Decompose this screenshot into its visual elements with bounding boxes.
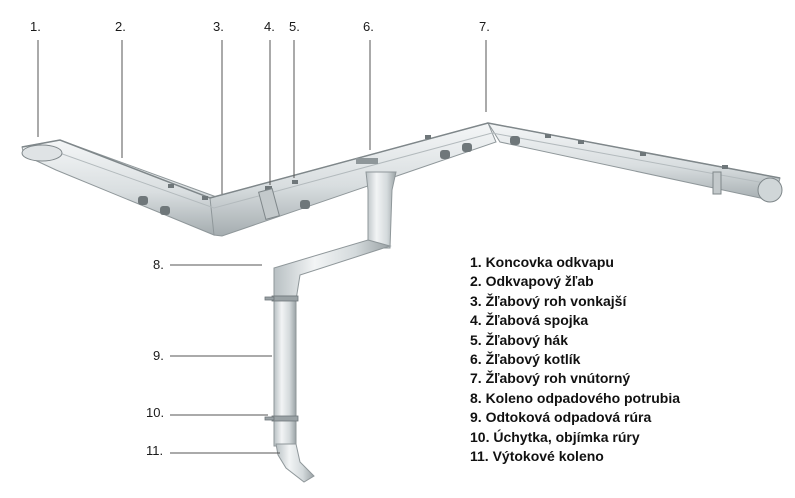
gutter-joint-right: [712, 171, 722, 195]
gutter-right-section: [486, 122, 781, 202]
gutter-middle-section: [209, 122, 497, 237]
pipe-clamps: [264, 295, 299, 422]
gutter-coupling: [258, 188, 280, 220]
callout-3: 3.: [213, 19, 224, 34]
legend-item: 1. Koncovka odkvapu: [470, 254, 614, 270]
left-end-cap: [21, 144, 63, 162]
legend-item: 7. Žľabový roh vnútorný: [470, 370, 631, 387]
legend-item: 10. Úchytka, objímka rúry: [470, 428, 640, 445]
legend-item: 11. Výtokové koleno: [470, 448, 604, 465]
right-end-cap: [757, 177, 783, 203]
legend-item: 2. Odkvapový žľab: [470, 273, 594, 290]
callout-11: 11.: [146, 443, 164, 458]
downpipe: [264, 171, 397, 483]
gutter-rim: [21, 122, 781, 199]
downpipe-straight: [273, 295, 297, 447]
leader-lines: [37, 40, 487, 454]
legend-item: 3. Žľabový roh vonkajší: [470, 292, 627, 309]
gutter-run: [21, 122, 783, 237]
downpipe-outlet-elbow: [275, 443, 315, 483]
callout-1: 1.: [30, 19, 41, 34]
callout-8: 8.: [153, 257, 164, 272]
callout-6: 6.: [363, 19, 374, 34]
parts-legend: 1. Koncovka odkvapu 2. Odkvapový žľab 3.…: [470, 253, 680, 466]
callout-7: 7.: [479, 19, 490, 34]
callout-5: 5.: [289, 19, 300, 34]
legend-item: 8. Koleno odpadového potrubia: [470, 389, 680, 406]
gutter-inner-rim: [39, 132, 771, 209]
gutter-hooks: [138, 134, 728, 215]
downpipe-elbow-offset: [273, 239, 392, 301]
legend-item: 6. Žľabový kotlík: [470, 351, 581, 368]
legend-item: 4. Žľabová spojka: [470, 312, 589, 329]
downpipe-outlet-neck: [365, 171, 397, 249]
legend-item: 5. Žľabový hák: [470, 331, 568, 348]
callout-2: 2.: [115, 19, 126, 34]
callout-9: 9.: [153, 348, 164, 363]
legend-item: 9. Odtoková odpadová rúra: [470, 409, 652, 426]
callout-10: 10.: [146, 405, 165, 420]
callout-4: 4.: [264, 19, 275, 34]
gutter-outlet: [356, 158, 378, 164]
